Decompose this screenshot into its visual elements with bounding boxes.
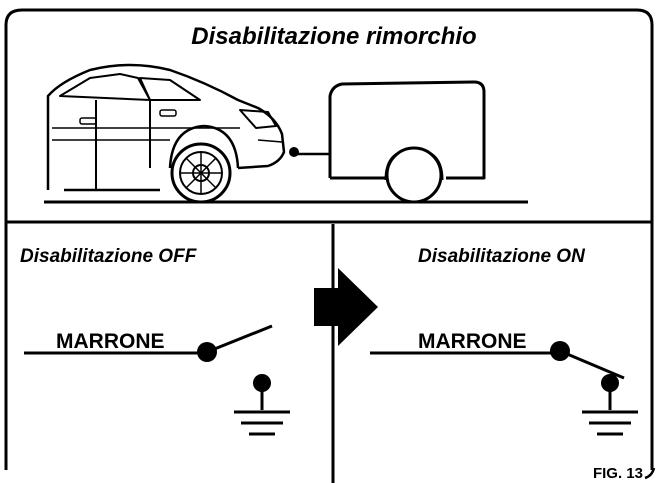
panel-off-title: Disabilitazione OFF	[20, 246, 198, 267]
car-illustration	[46, 63, 286, 192]
outer-frame	[4, 8, 654, 470]
tow-hitch	[289, 147, 299, 157]
panel-off-switch-lever	[206, 324, 273, 354]
panel-off-ground-icon	[234, 374, 290, 436]
main-title: Disabilitazione rimorchio	[191, 23, 476, 50]
figure-label: FIG. 13	[593, 465, 643, 482]
panel-on-switch-lever	[559, 349, 625, 380]
panel-on-wire-label: MARRONE	[418, 330, 527, 353]
trailer-wheel	[385, 146, 443, 204]
transition-arrow-icon	[314, 268, 378, 346]
figure-corner-mark	[644, 467, 656, 480]
panel-off-wire-label: MARRONE	[56, 330, 165, 353]
panel-on-ground-icon	[582, 374, 638, 436]
car-wheel	[170, 142, 232, 204]
panel-on-title: Disabilitazione ON	[418, 246, 586, 267]
